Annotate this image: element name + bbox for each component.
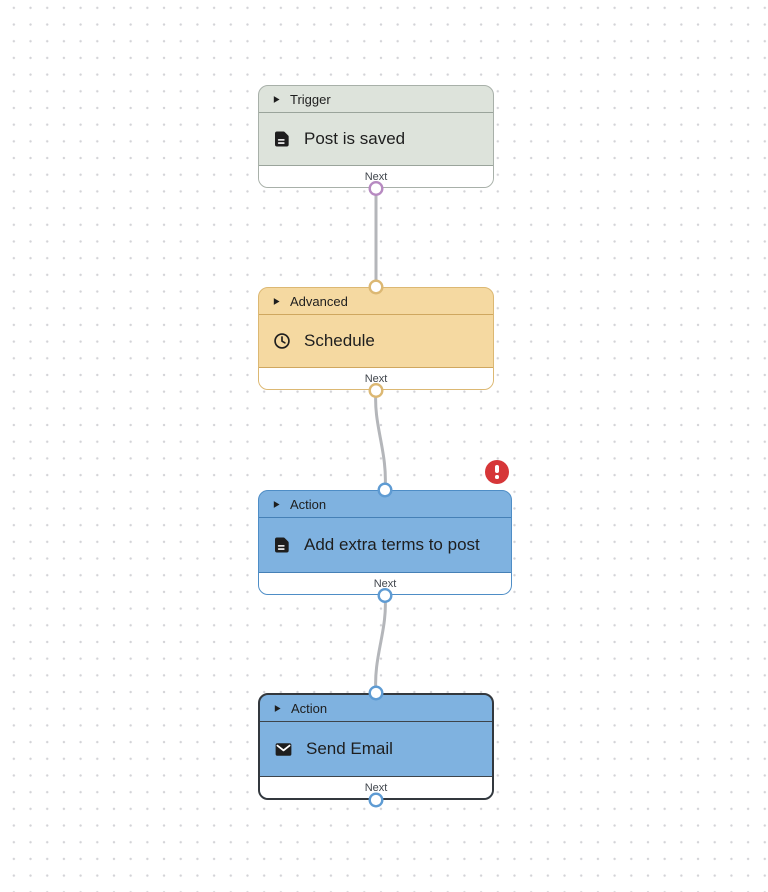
- node-body[interactable]: Send Email: [260, 722, 492, 776]
- exclamation-icon: [495, 475, 499, 479]
- node-type-label: Action: [291, 700, 328, 716]
- node-title: Post is saved: [304, 129, 406, 148]
- document-icon: [272, 535, 292, 555]
- envelope-icon: [273, 739, 294, 760]
- collapse-triangle-icon[interactable]: [272, 297, 281, 306]
- connection-action-to-sendemail: [374, 594, 387, 694]
- node-trigger-post-is-saved[interactable]: Trigger Post is saved Next: [258, 85, 494, 188]
- node-body[interactable]: Add extra terms to post: [259, 518, 511, 572]
- node-type-label: Trigger: [290, 91, 331, 107]
- clock-icon: [272, 331, 292, 351]
- node-body[interactable]: Schedule: [259, 315, 493, 367]
- node-advanced-schedule[interactable]: Advanced Schedule Next: [258, 287, 494, 390]
- node-footer-next: Next: [260, 776, 492, 798]
- node-action-add-extra-terms[interactable]: Action Add extra terms to post Next: [258, 490, 512, 595]
- next-label: Next: [364, 372, 388, 385]
- error-badge[interactable]: [485, 460, 509, 484]
- node-type-label: Action: [290, 496, 327, 512]
- node-title: Send Email: [306, 739, 393, 758]
- collapse-triangle-icon[interactable]: [272, 500, 281, 509]
- exclamation-icon: [495, 465, 499, 474]
- collapse-triangle-icon[interactable]: [273, 704, 282, 713]
- next-label: Next: [364, 170, 388, 183]
- node-title: Add extra terms to post: [304, 535, 480, 554]
- node-header[interactable]: Advanced: [259, 288, 493, 315]
- next-label: Next: [364, 781, 388, 794]
- node-body[interactable]: Post is saved: [259, 113, 493, 165]
- node-type-label: Advanced: [290, 293, 348, 309]
- node-footer-next: Next: [259, 165, 493, 187]
- node-header[interactable]: Trigger: [259, 86, 493, 113]
- collapse-triangle-icon[interactable]: [272, 95, 281, 104]
- node-title: Schedule: [304, 331, 375, 350]
- next-label: Next: [373, 577, 397, 590]
- document-icon: [272, 129, 292, 149]
- node-footer-next: Next: [259, 572, 511, 594]
- node-header[interactable]: Action: [260, 695, 492, 722]
- node-footer-next: Next: [259, 367, 493, 389]
- node-header[interactable]: Action: [259, 491, 511, 518]
- connection-advanced-to-action: [374, 389, 387, 491]
- node-action-send-email[interactable]: Action Send Email Next: [258, 693, 494, 800]
